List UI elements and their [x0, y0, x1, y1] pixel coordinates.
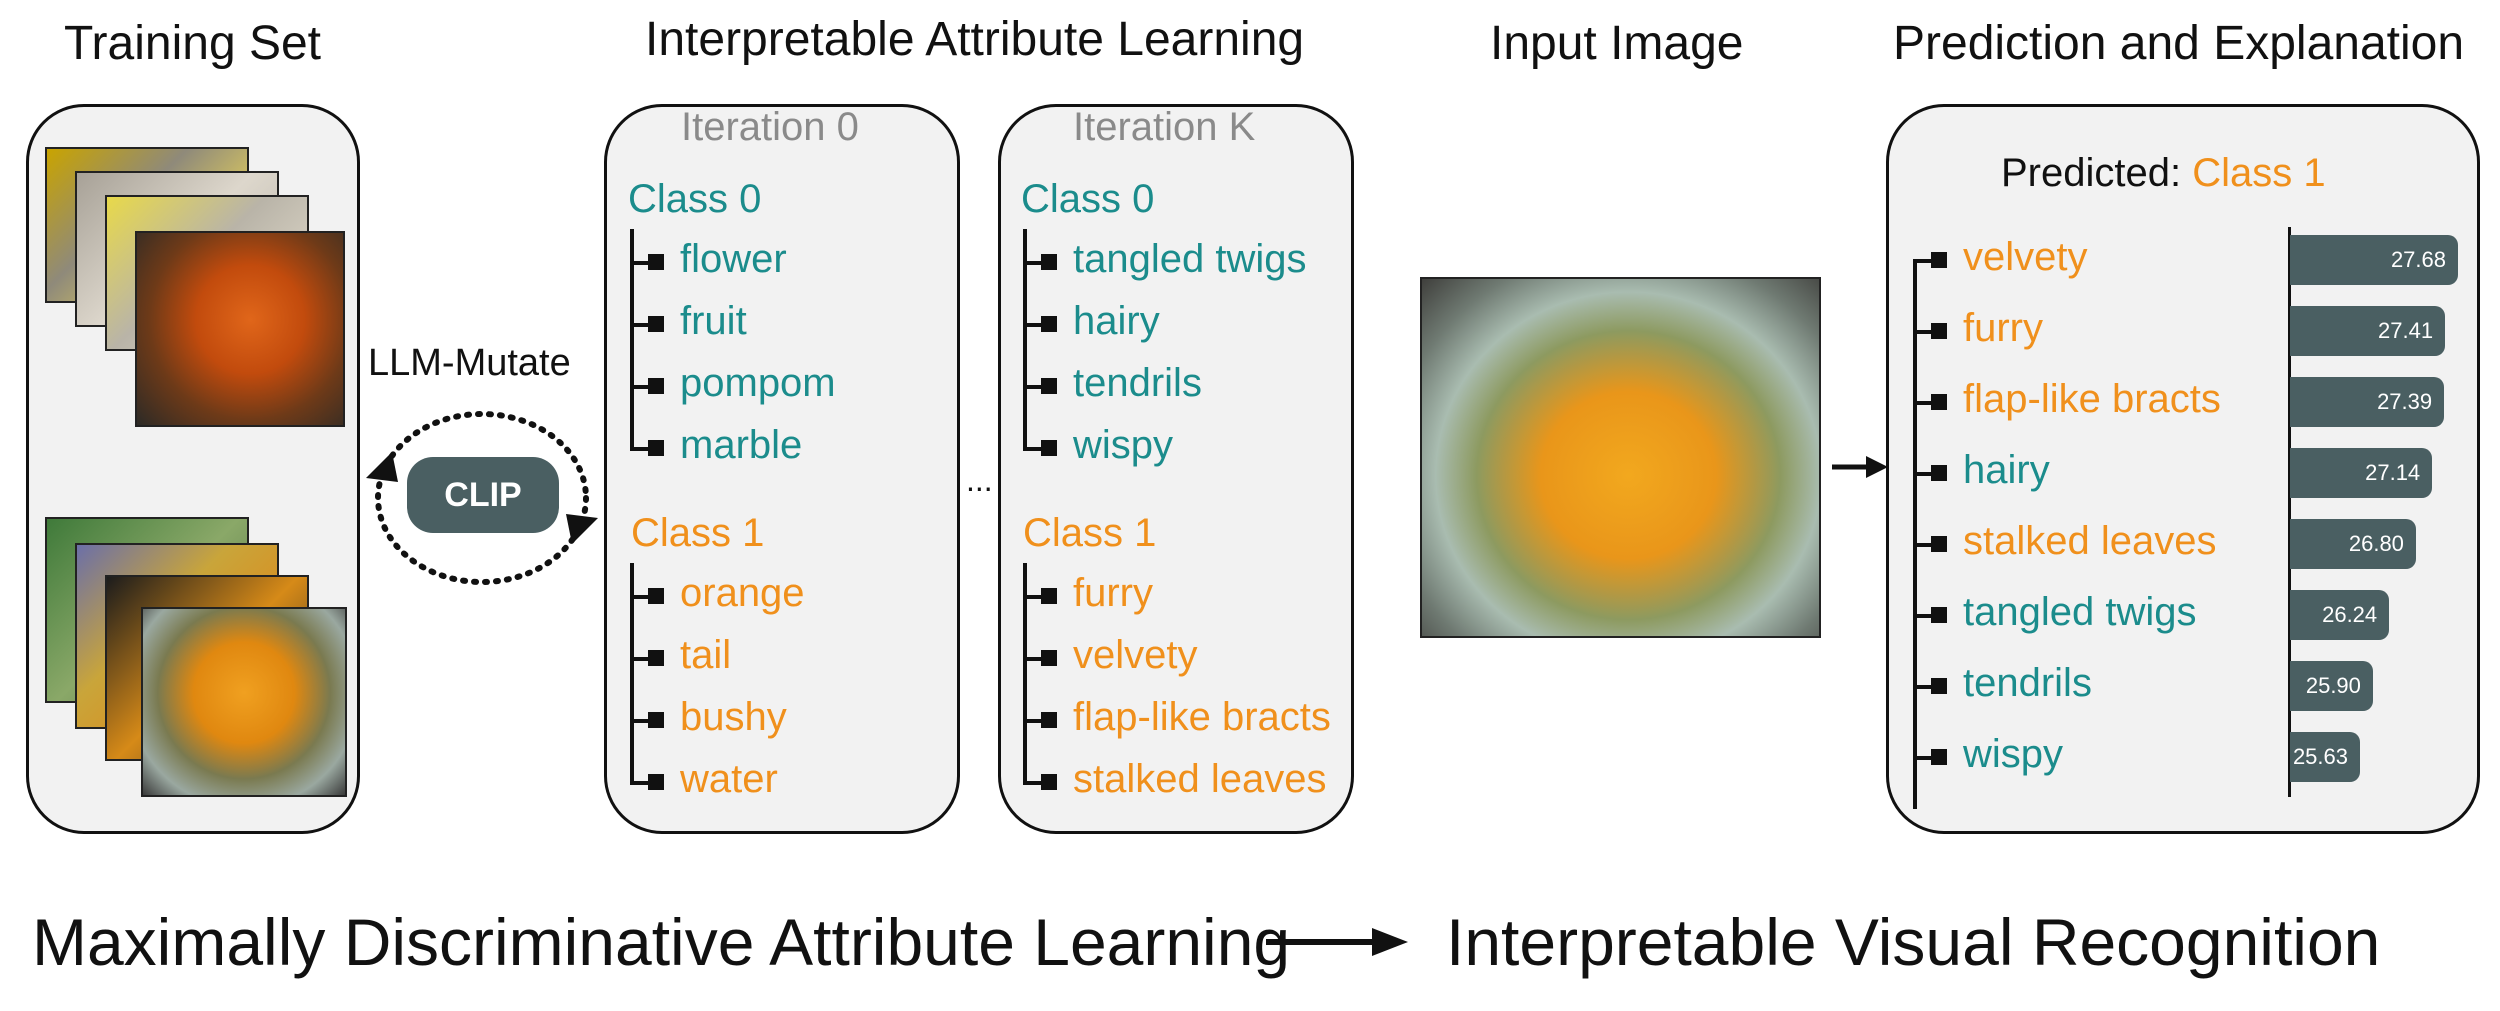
input-image — [1420, 277, 1821, 638]
prediction-attribute-label: hairy — [1963, 448, 2050, 492]
footer-right-label: Interpretable Visual Recognition — [1446, 905, 2381, 979]
score-value: 26.80 — [2348, 531, 2404, 556]
score-bar: 26.24 — [2290, 590, 2390, 640]
iteration-0-class0-tree — [630, 229, 634, 447]
iteration-k-class1-tree — [1023, 563, 1027, 781]
score-bar: 27.68 — [2290, 235, 2458, 285]
prediction-panel: Predicted: Class 1 velvety 27.68 furry 27.4… — [1886, 104, 2480, 834]
iteration-0-panel: Iteration 0 Class 0 flower fruit pompom … — [604, 104, 960, 834]
score-bar: 25.63 — [2290, 732, 2360, 782]
llm-mutate-label: LLM-Mutate — [368, 342, 571, 384]
footer-left-label: Maximally Discriminative Attribute Learn… — [32, 905, 1291, 979]
prediction-attribute-label: stalked leaves — [1963, 519, 2217, 563]
prediction-attribute-label: tangled twigs — [1963, 590, 2197, 634]
mutate-loop-arrows — [366, 411, 598, 585]
predicted-prefix: Predicted: — [2001, 151, 2193, 195]
iteration-k-title: Iteration K — [1073, 105, 1256, 149]
score-bar: 27.14 — [2290, 448, 2433, 498]
score-value: 27.68 — [2390, 247, 2446, 272]
score-value: 25.90 — [2305, 673, 2361, 698]
predicted-class: Class 1 — [2192, 151, 2326, 195]
prediction-attribute-label: furry — [1963, 306, 2043, 350]
iteration-k-panel: Iteration K Class 0 tangled twigs hairy … — [998, 104, 1354, 834]
score-bar: 27.39 — [2290, 377, 2445, 427]
iteration-0-class1-tree — [630, 563, 634, 781]
input-to-prediction-arrow — [1832, 456, 1888, 478]
prediction-attribute-label: wispy — [1963, 732, 2064, 776]
iteration-0-class0-label: Class 0 — [628, 177, 762, 221]
score-value: 27.39 — [2377, 389, 2433, 414]
score-value: 27.14 — [2365, 460, 2421, 485]
training-image-class1-1 — [141, 607, 347, 797]
score-bar: 26.80 — [2290, 519, 2416, 569]
score-value: 27.41 — [2378, 318, 2434, 343]
score-value: 25.63 — [2292, 744, 2348, 769]
iteration-k-class0-label: Class 0 — [1021, 177, 1155, 221]
prediction-attribute-label: velvety — [1963, 235, 2088, 279]
input-image-title: Input Image — [1490, 17, 1744, 70]
footer-arrow — [1266, 928, 1408, 956]
iteration-k-class0-tree — [1023, 229, 1027, 447]
clip-label: CLIP — [444, 476, 522, 514]
prediction-attribute-label: flap-like bracts — [1963, 377, 2221, 421]
predicted-heading: Predicted: Class 1 — [2001, 151, 2326, 196]
training-image-class0-1 — [135, 231, 345, 427]
attribute-learning-title: Interpretable Attribute Learning — [645, 13, 1305, 66]
prediction-title: Prediction and Explanation — [1893, 17, 2465, 70]
training-set-title: Training Set — [64, 17, 322, 70]
prediction-attribute-tree — [1913, 259, 1917, 809]
prediction-attribute-label: tendrils — [1963, 661, 2092, 705]
training-set-panel — [26, 104, 360, 834]
score-axis — [2288, 227, 2291, 797]
score-value: 26.24 — [2322, 602, 2378, 627]
score-bar: 27.41 — [2290, 306, 2446, 356]
iteration-0-class1-label: Class 1 — [631, 511, 765, 555]
iteration-0-title: Iteration 0 — [681, 105, 859, 149]
iteration-k-class1-label: Class 1 — [1023, 511, 1157, 555]
clip-badge: CLIP — [407, 457, 559, 533]
iteration-ellipsis: ... — [966, 462, 993, 498]
score-bar: 25.90 — [2290, 661, 2373, 711]
